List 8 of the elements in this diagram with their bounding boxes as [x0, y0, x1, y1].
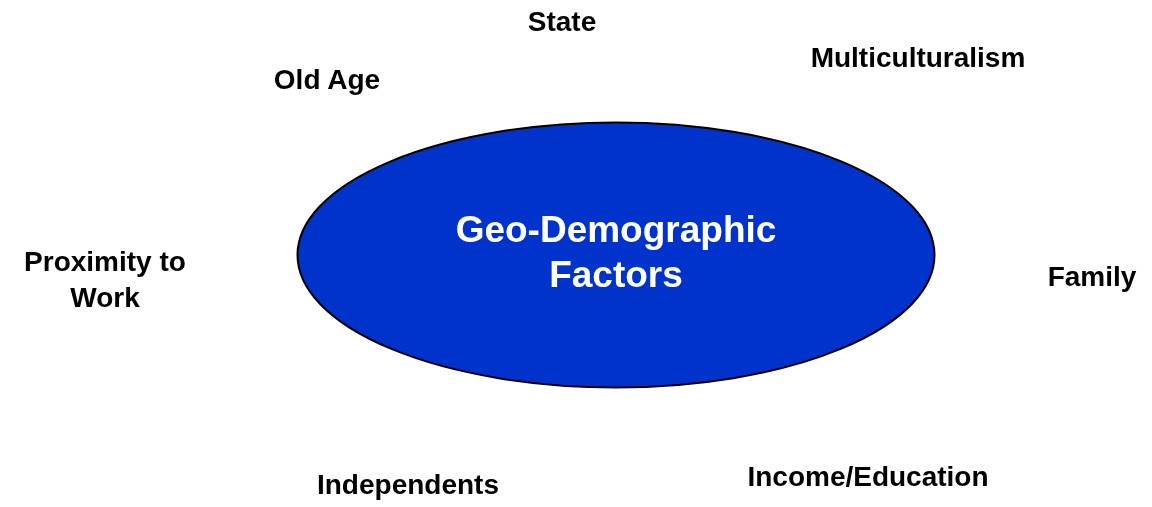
factor-label: Family: [1046, 260, 1138, 294]
factor-label: State: [526, 5, 598, 39]
factor-label: Old Age: [272, 63, 382, 97]
factor-label: Income/Education: [746, 460, 990, 494]
factor-label: Multiculturalism: [809, 41, 1027, 75]
node-label: Geo-Demographic Factors: [454, 208, 778, 297]
factor-label: Independents: [316, 468, 500, 502]
factor-label: Proximity to Work: [23, 245, 187, 315]
